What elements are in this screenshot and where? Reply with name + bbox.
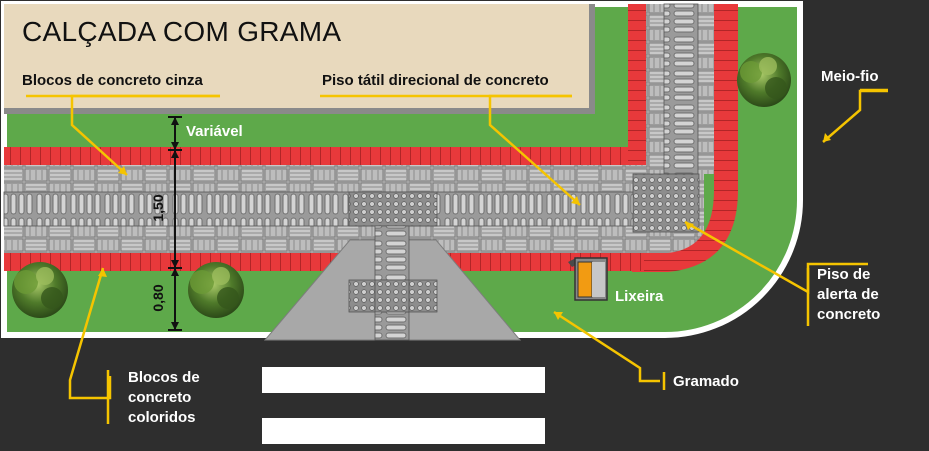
page-title: CALÇADA COM GRAMA: [22, 16, 342, 47]
label-variavel: Variável: [186, 123, 243, 140]
label-piso-tatil: Piso tátil direcional de concreto: [322, 72, 549, 89]
tree-icon: [12, 262, 68, 318]
tree-icon: [188, 262, 244, 318]
label-piso-alerta: Piso de alerta de concreto: [817, 266, 881, 323]
trash-bin-icon: [568, 257, 608, 301]
crosswalk-stripe: [262, 367, 545, 393]
label-lixeira: Lixeira: [615, 288, 664, 305]
label-blocos-cinza: Blocos de concreto cinza: [22, 72, 203, 89]
tree-icon: [737, 53, 791, 107]
dimension-label-sidewalk: 1,50: [150, 194, 166, 222]
label-blocos-coloridos: Blocos de concreto coloridos: [128, 369, 200, 426]
leader-lines: [26, 88, 888, 424]
dimension-label-grass: 0,80: [150, 284, 166, 312]
crosswalk-stripe: [262, 418, 545, 444]
label-gramado: Gramado: [673, 373, 739, 390]
label-meio-fio: Meio-fio: [821, 68, 879, 85]
